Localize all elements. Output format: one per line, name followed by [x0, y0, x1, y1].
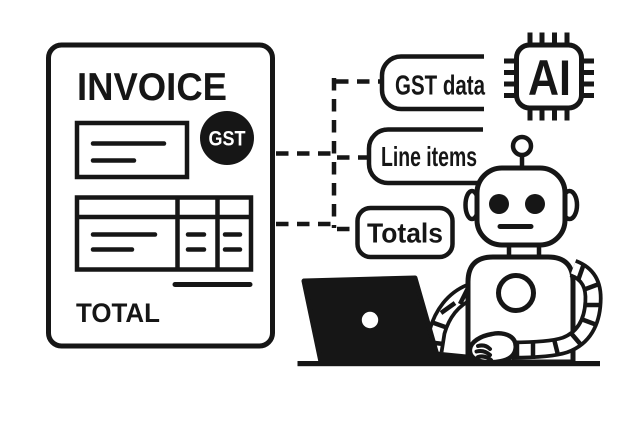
totals-tag-label: Totals	[367, 218, 443, 249]
gst-badge-circle	[200, 111, 254, 165]
table-outline	[74, 195, 254, 272]
address-box	[74, 120, 190, 180]
robot-arm-right	[511, 259, 603, 360]
gst-badge: GST	[200, 111, 254, 165]
invoice-address-block	[74, 120, 190, 180]
gst-data-tag-label: GST data	[395, 70, 485, 101]
invoice-total-label: TOTAL	[76, 298, 160, 328]
robot-arm-left	[424, 283, 475, 353]
gst-badge-label: GST	[209, 127, 246, 151]
dashed-connectors	[276, 78, 380, 232]
callout-line-items: Line items	[366, 127, 483, 186]
ai-chip-body	[514, 42, 584, 111]
ai-chip-label: AI	[528, 50, 571, 106]
gst-data-tag-outline	[379, 54, 484, 112]
ai-chip-icon: AI	[504, 32, 594, 121]
robot-eye-left	[489, 194, 509, 214]
callout-totals: Totals	[355, 205, 455, 260]
robot-hand	[467, 331, 518, 365]
invoice-line-items-table	[74, 195, 254, 272]
invoice-document: INVOICE GST TOTAL	[46, 42, 275, 349]
laptop-logo-dot	[361, 311, 379, 329]
line-items-tag-outline	[366, 127, 483, 186]
desk-line	[297, 361, 600, 367]
callout-gst-data: GST data	[379, 54, 485, 112]
robot-chest-circle	[496, 273, 536, 313]
robot-antenna-ball	[510, 134, 534, 158]
robot-hand-fingers	[474, 343, 493, 362]
robot-eye-right	[525, 194, 545, 214]
robot-arm-right-stripes	[514, 262, 602, 359]
totals-tag-outline	[355, 205, 455, 260]
invoice-title: INVOICE	[77, 66, 227, 109]
line-items-tag-label: Line items	[381, 141, 477, 172]
